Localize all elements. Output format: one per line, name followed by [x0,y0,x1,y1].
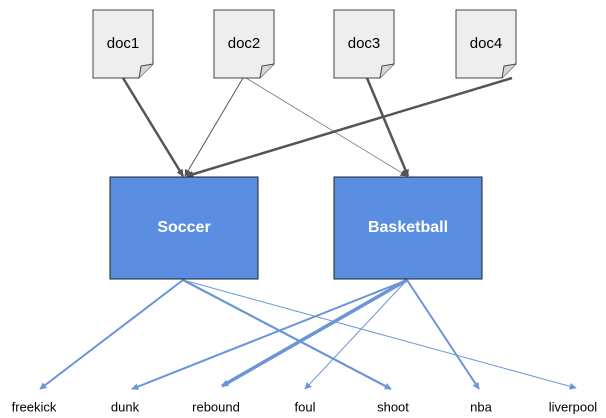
folded-corner [501,63,517,79]
topic-word-edges [39,278,577,390]
word-label-rebound: rebound [192,399,240,414]
word-label-freekick: freekick [12,399,57,414]
document-label: doc1 [107,35,140,52]
word-label-foul: foul [295,399,316,414]
document-label: doc4 [470,35,503,52]
document-label: doc2 [228,35,261,52]
topic-box [333,176,483,280]
folded-corner [259,63,275,79]
word-label-dunk: dunk [111,399,140,414]
edge-basketball-rebound [221,278,408,388]
word-label-liverpool: liverpool [549,399,598,414]
document-node-doc3: doc3 [333,9,395,79]
document-node-doc4: doc4 [455,9,517,79]
edge-doc1-soccer [121,77,185,177]
topic-box [109,176,259,280]
document-label: doc3 [348,35,381,52]
document-node-doc1: doc1 [92,9,154,79]
folded-corner [138,63,154,79]
edge-doc2-basketball [245,77,408,177]
edge-doc2-soccer [184,77,244,177]
word-labels: freekick dunk rebound foul shoot nba liv… [12,399,598,414]
edge-soccer-freekick [39,279,184,390]
edge-soccer-shoot [182,279,392,390]
word-label-shoot: shoot [377,399,409,414]
edge-basketball-dunk [131,279,408,390]
topic-node-basketball: Basketball [333,176,483,280]
edge-doc3-basketball [365,77,410,177]
topic-node-soccer: Soccer [109,176,259,280]
document-node-doc2: doc2 [213,9,275,79]
document-topic-edges [121,76,513,178]
topic-label: Soccer [157,219,210,236]
word-label-nba: nba [470,399,492,414]
edge-basketball-nba [406,279,480,390]
edge-basketball-foul [304,279,408,390]
folded-corner [379,63,395,79]
edge-doc4-soccer [186,76,513,178]
topic-label: Basketball [368,219,448,236]
edge-soccer-liverpool [182,279,577,390]
